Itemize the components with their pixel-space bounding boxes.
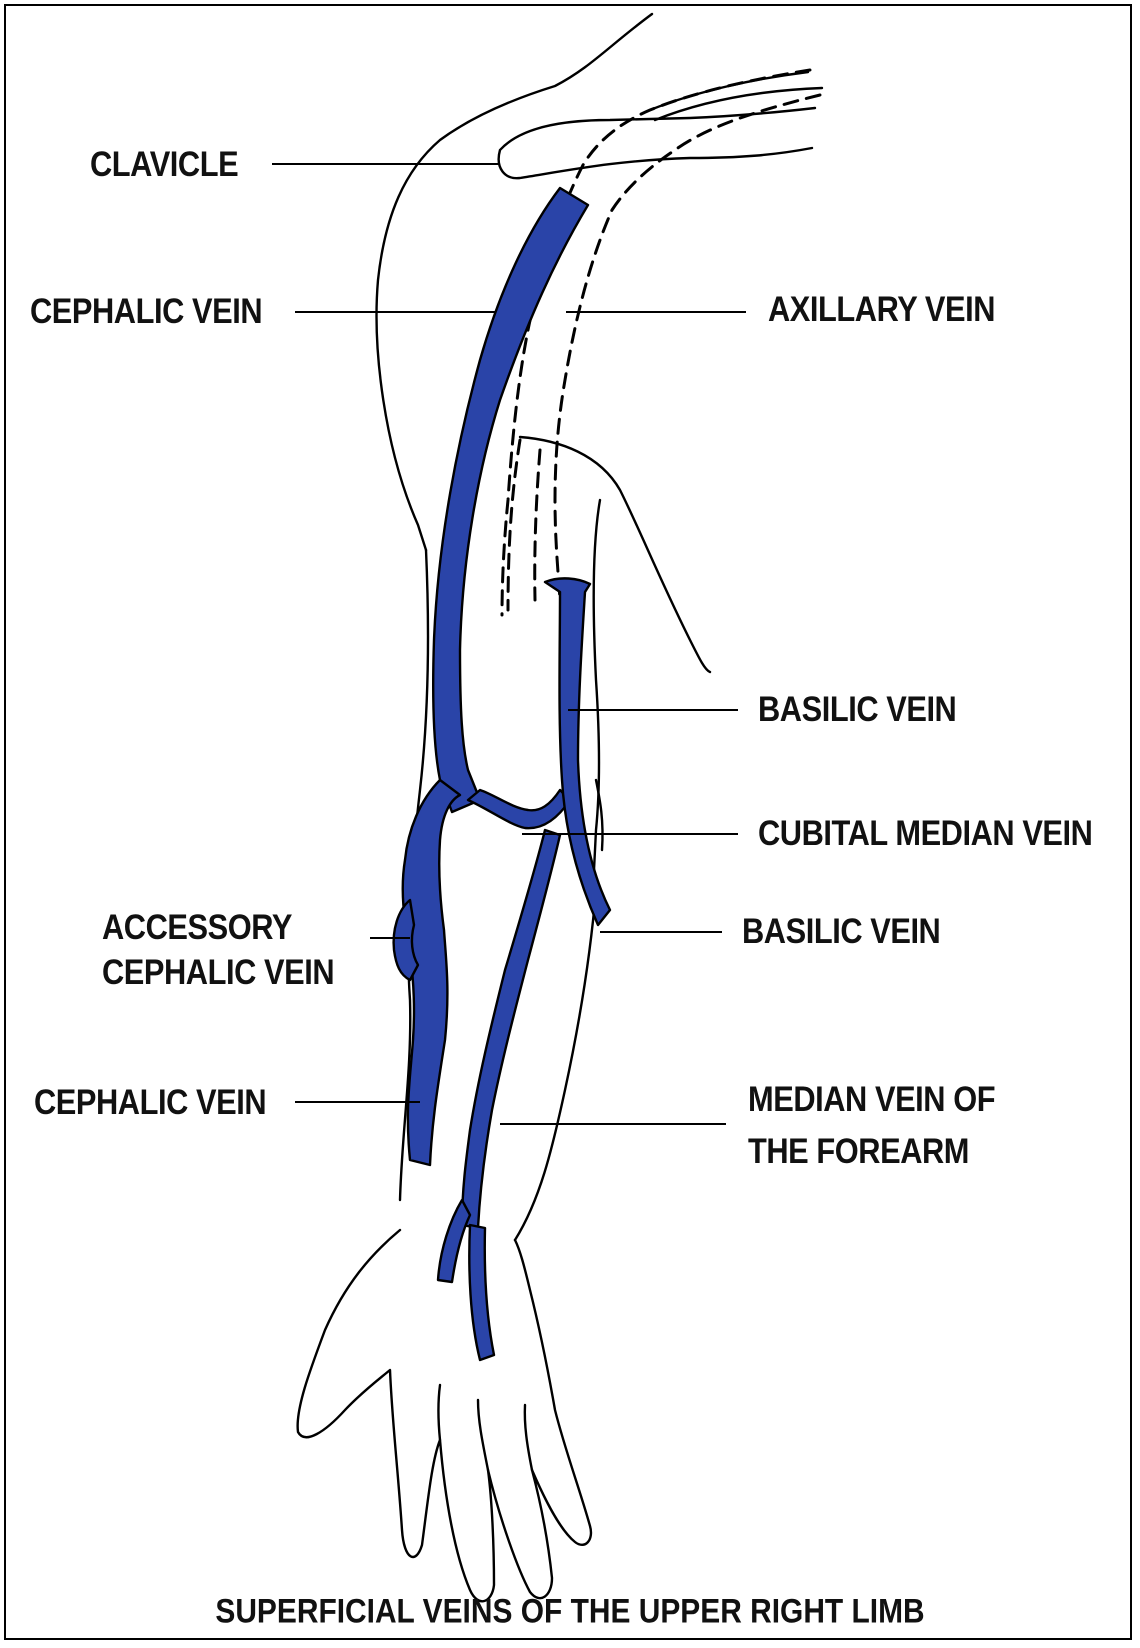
label-median-forearm-line2: THE FOREARM (748, 1127, 969, 1178)
median-forearm-hand-tail (469, 1225, 494, 1360)
label-basilic-vein-lower: BASILIC VEIN (742, 907, 940, 958)
finger-line-3 (525, 1405, 532, 1470)
label-cubital-median-vein: CUBITAL MEDIAN VEIN (758, 809, 1092, 860)
axilla-outline (520, 437, 710, 672)
cubital-median-vein (468, 790, 570, 828)
label-cephalic-vein-upper: CEPHALIC VEIN (30, 287, 262, 338)
label-cephalic-vein-lower: CEPHALIC VEIN (34, 1078, 266, 1129)
finger-line-2 (478, 1400, 488, 1470)
label-clavicle: CLAVICLE (90, 140, 238, 191)
basilic-vein-upper (545, 578, 610, 925)
finger-line-1 (439, 1385, 441, 1440)
label-accessory-cephalic-line2: CEPHALIC VEIN (102, 948, 334, 999)
inner-arm-outline (594, 500, 600, 870)
label-median-forearm-line1: MEDIAN VEIN OF (748, 1075, 995, 1126)
neck-outline (650, 72, 822, 120)
label-axillary-vein: AXILLARY VEIN (768, 285, 995, 336)
superficial-veins (394, 188, 610, 1360)
label-basilic-vein-upper: BASILIC VEIN (758, 685, 956, 736)
axillary-vein (502, 70, 820, 615)
label-accessory-cephalic-line1: ACCESSORY (102, 903, 292, 954)
hand-outline (298, 1230, 591, 1601)
median-forearm-hand-branch (438, 1200, 470, 1282)
figure-caption: SUPERFICIAL VEINS OF THE UPPER RIGHT LIM… (68, 1593, 1071, 1632)
